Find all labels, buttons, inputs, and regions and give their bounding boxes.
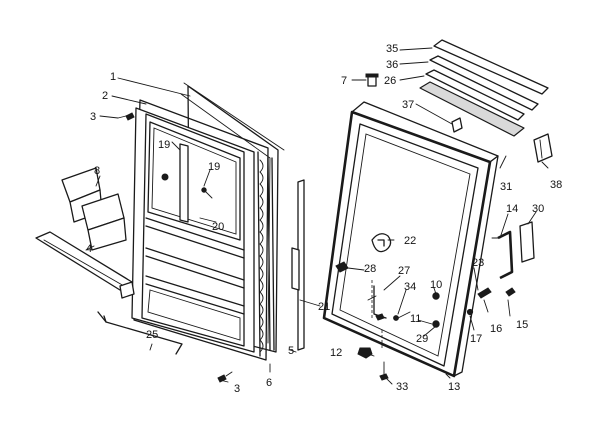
trim-end-cap: [533, 133, 553, 163]
trim-clip: [451, 117, 463, 133]
callout-22: 22: [404, 235, 416, 247]
callout-35: 35: [386, 43, 398, 55]
callout-37: 37: [402, 99, 414, 111]
small-hardware: [375, 287, 516, 328]
callout-15: 15: [516, 319, 528, 331]
callout-3: 3: [234, 383, 240, 395]
hinge-bracket: [367, 285, 387, 319]
nut-and-screw: [357, 347, 389, 381]
wire-shelf-bar: [97, 311, 183, 355]
callout-30: 30: [532, 203, 544, 215]
callout-38: 38: [550, 179, 562, 191]
outer-door-panel: [322, 101, 499, 378]
callout-10: 10: [430, 279, 442, 291]
callout-11: 11: [410, 313, 421, 325]
callout-19: 19: [208, 161, 220, 173]
callout-31: 31: [500, 181, 512, 193]
callout-26: 26: [384, 75, 396, 87]
callout-25: 25: [146, 329, 158, 341]
door-latch: [371, 233, 392, 253]
hinge-pin: [365, 73, 379, 87]
callout-6: 6: [266, 377, 272, 389]
door-handle: [491, 221, 535, 280]
callout-33: 33: [396, 381, 408, 393]
callout-20: 20: [212, 221, 224, 233]
gasket-rod: [267, 157, 275, 351]
callout-2: 2: [102, 90, 108, 102]
callout-14: 14: [506, 203, 518, 215]
door-inner-liner: [131, 107, 255, 353]
callout-34: 34: [404, 281, 416, 293]
callout-1: 1: [110, 71, 116, 83]
callout-5: 5: [288, 345, 294, 357]
callout-28: 28: [364, 263, 376, 275]
callout-27: 27: [398, 265, 410, 277]
bottom-door-rail: [35, 231, 135, 299]
callout-36: 36: [386, 59, 398, 71]
callout-3: 3: [90, 111, 96, 123]
callout-labels: 1 2 3 3 4 5 6 7 8 10 11 12 13 14 15 16 1…: [86, 43, 562, 395]
callout-7: 7: [341, 75, 347, 87]
door-top-trim-strips: [419, 39, 549, 137]
callout-23: 23: [472, 257, 484, 269]
callout-16: 16: [490, 323, 502, 335]
door-shelf-bins: [61, 167, 127, 251]
callout-4: 4: [86, 243, 92, 255]
callout-19: 19: [158, 139, 170, 151]
callout-21: 21: [318, 301, 330, 313]
callout-leader-lines: [85, 47, 549, 385]
callout-17: 17: [470, 333, 482, 345]
vertical-seal-strip: [291, 179, 305, 351]
callout-13: 13: [448, 381, 460, 393]
callout-29: 29: [416, 333, 428, 345]
callout-12: 12: [330, 347, 342, 359]
callout-8: 8: [94, 165, 100, 177]
